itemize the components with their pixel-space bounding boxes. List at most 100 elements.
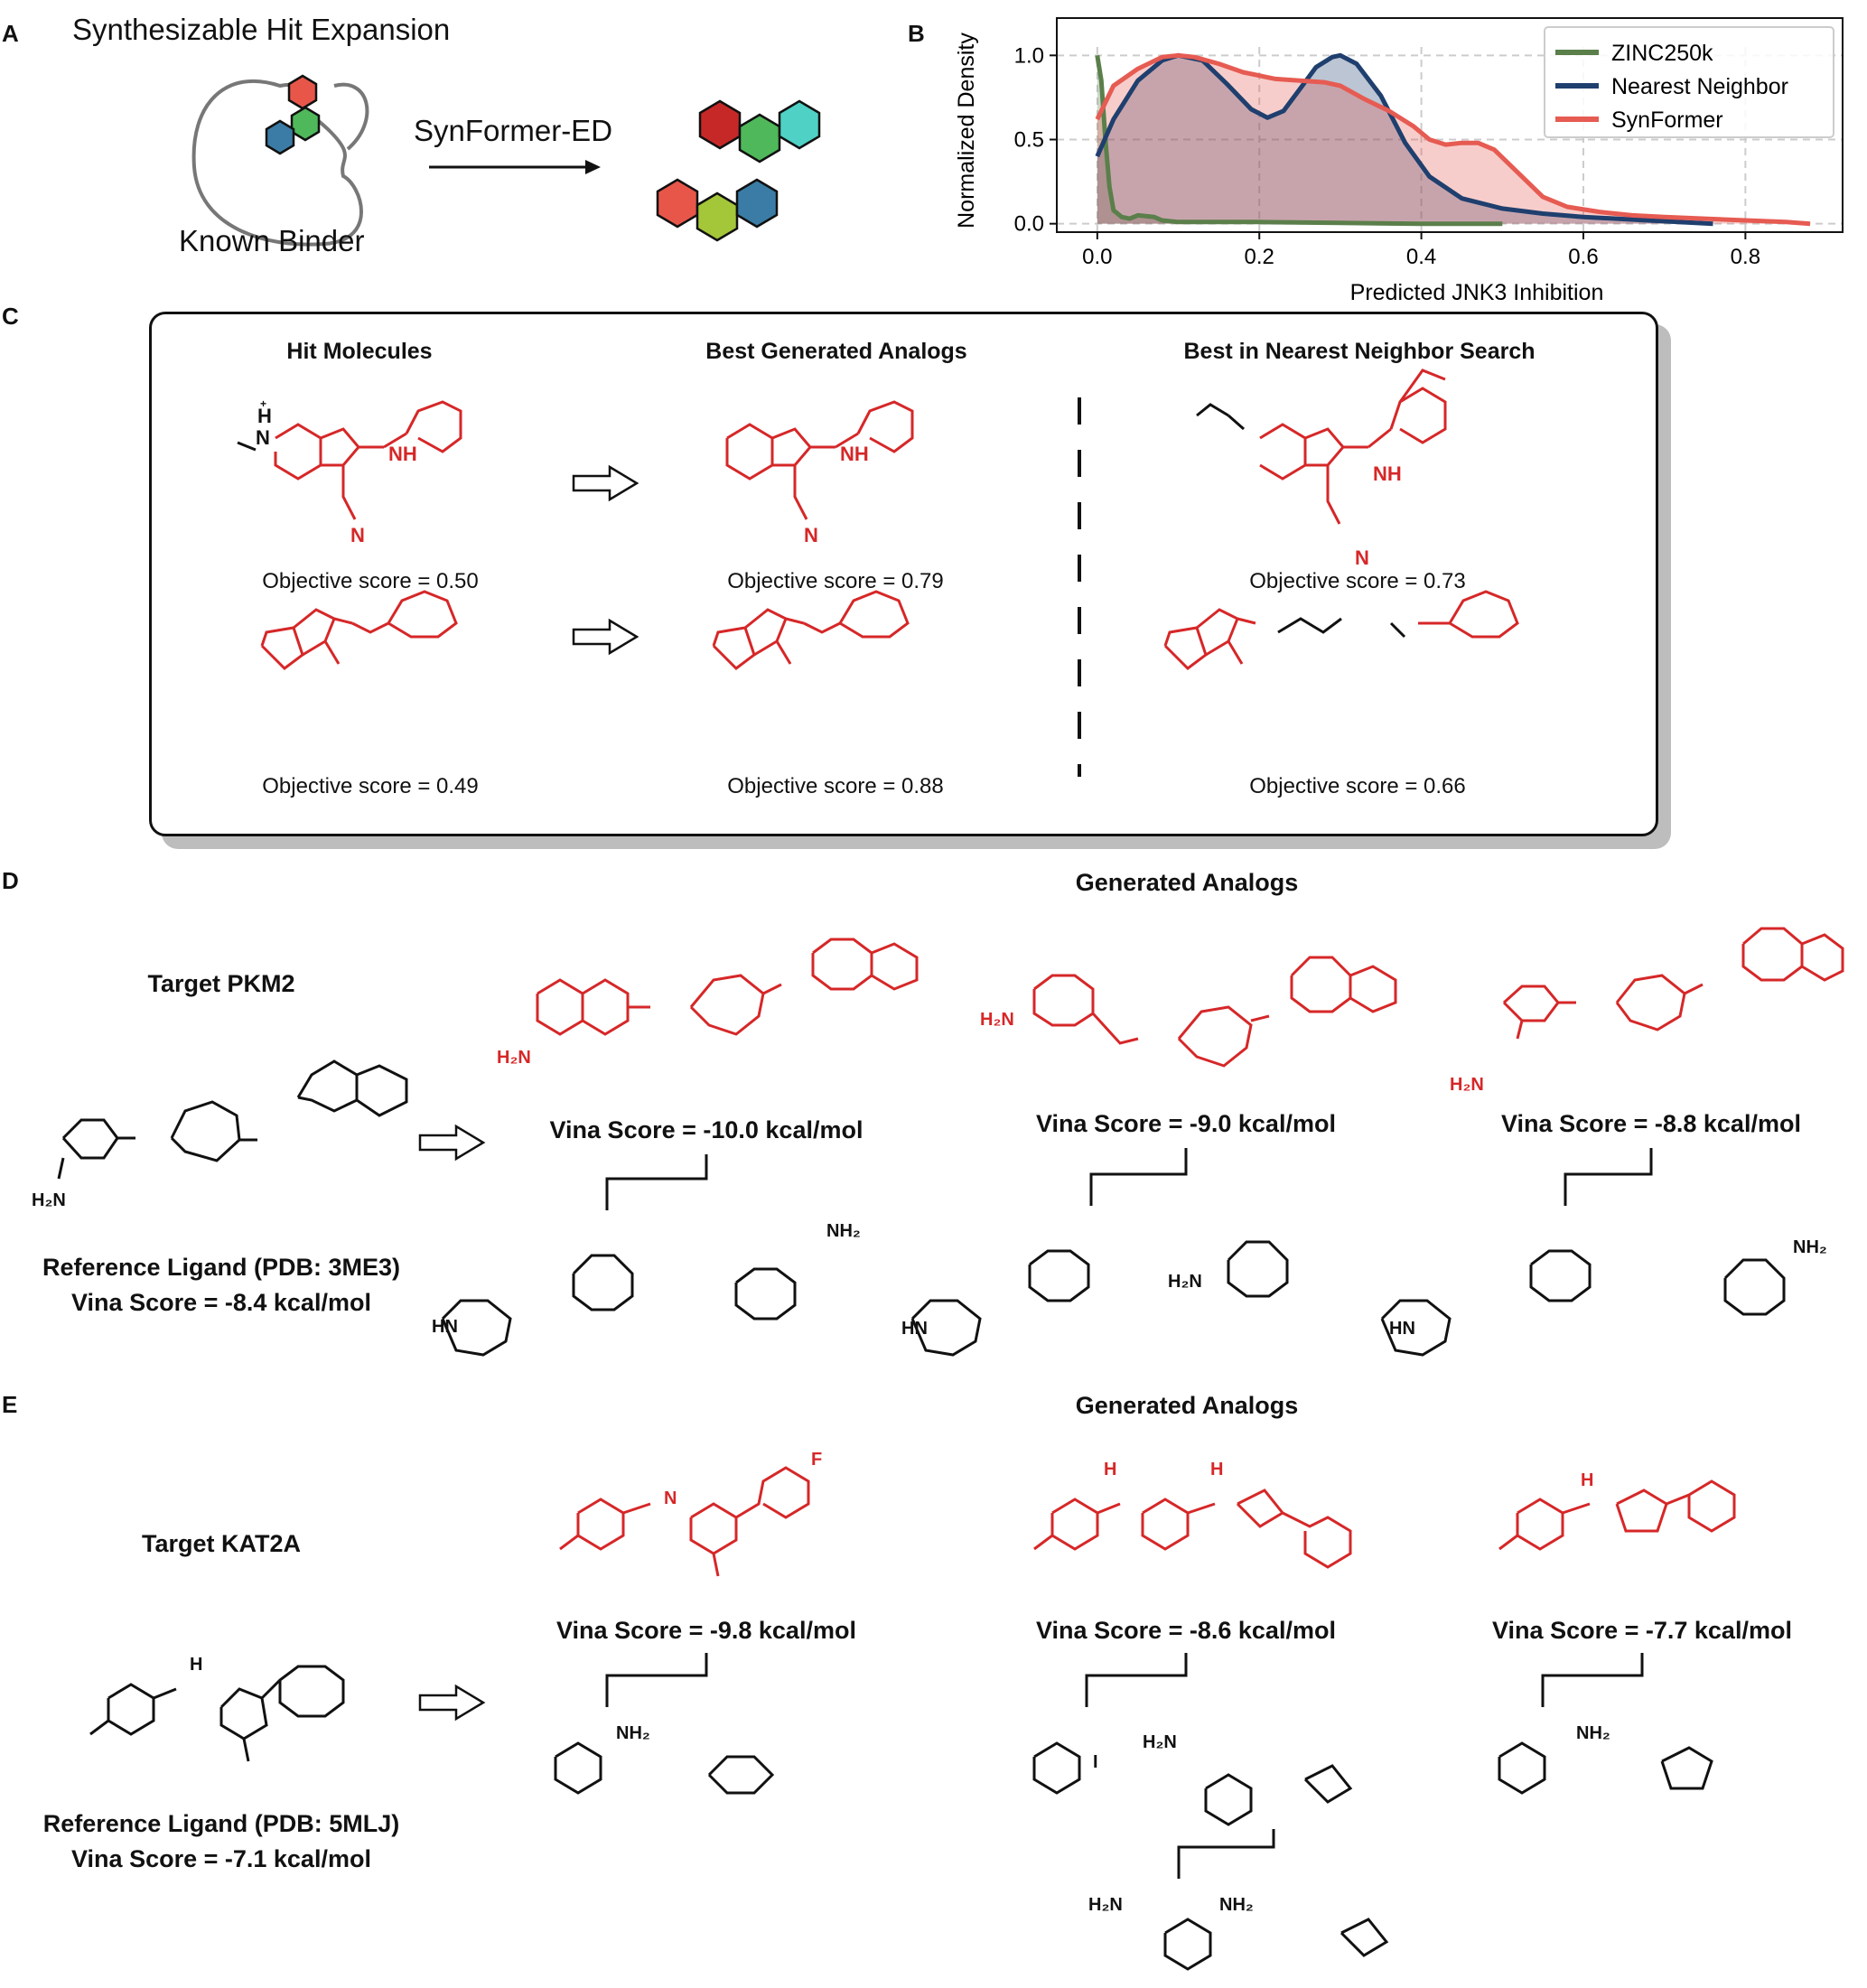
- panel-label-e: E: [2, 1391, 18, 1418]
- atom-h: H: [1581, 1470, 1594, 1490]
- atom-nh2: NH₂: [1576, 1723, 1610, 1743]
- atom-n: N: [664, 1489, 677, 1508]
- atom-h: H: [190, 1655, 203, 1675]
- nn-analog-1: [1196, 369, 1447, 525]
- y-tick-label-2: 1.0: [1014, 43, 1044, 68]
- atom-plus: +: [260, 397, 267, 410]
- atom-nh2: NH₂: [1793, 1237, 1827, 1257]
- reference-ligand-kat2a: [89, 1665, 345, 1762]
- atom-h2n: H₂N: [1088, 1895, 1123, 1915]
- atom-h2n: H₂N: [1168, 1272, 1202, 1292]
- panel-a-schematic: [191, 74, 821, 247]
- hex-salmon: [656, 178, 699, 229]
- panel-d-score-1: Vina Score = -10.0 kcal/mol: [549, 1116, 863, 1143]
- arrow-head: [585, 160, 601, 174]
- legend-label-0: ZINC250k: [1611, 41, 1713, 66]
- panel-label-c: C: [2, 303, 19, 330]
- atom-h2n: H₂N: [497, 1048, 531, 1068]
- panel-a-title: Synthesizable Hit Expansion: [72, 13, 451, 46]
- header-nearest-neighbor: Best in Nearest Neighbor Search: [1183, 339, 1536, 364]
- atom-n: N: [256, 426, 270, 449]
- atom-n: N: [804, 524, 818, 546]
- panel-e-score-1: Vina Score = -9.8 kcal/mol: [556, 1617, 856, 1644]
- known-binder-label: Known Binder: [179, 224, 365, 257]
- atom-h: H: [1210, 1460, 1224, 1479]
- atom-nh: NH: [388, 443, 417, 465]
- atom-hn: HN: [1389, 1319, 1415, 1339]
- bracket-e2: [1085, 1653, 1188, 1707]
- y-axis-label: Normalized Density: [954, 33, 979, 229]
- binding-pocket-shape: [191, 79, 369, 247]
- atom-n: N: [350, 524, 365, 546]
- atom-h2n: H₂N: [32, 1190, 66, 1210]
- panel-e-score-3: Vina Score = -7.7 kcal/mol: [1492, 1617, 1792, 1644]
- panel-e-header: Generated Analogs: [1075, 1392, 1299, 1419]
- hit-molecule-1: [237, 400, 462, 520]
- panel-e-reference: Reference Ligand (PDB: 5MLJ) Vina Score …: [14, 1806, 429, 1877]
- panel-e-score-2: Vina Score = -8.6 kcal/mol: [1036, 1617, 1336, 1644]
- hex-blue-small: [265, 119, 295, 155]
- analog-d1: [536, 938, 919, 1036]
- arrow-row2: [572, 618, 639, 656]
- x-tick-label-2: 0.4: [1406, 245, 1436, 269]
- series-line-2: [1095, 52, 1811, 227]
- analog-e1: [559, 1466, 810, 1577]
- bracket-d2: [1089, 1148, 1188, 1206]
- x-tick-label-4: 0.8: [1731, 245, 1760, 269]
- arrow-d: [418, 1124, 486, 1162]
- analog-d2: [1032, 956, 1397, 1068]
- score-r1-c3: Objective score = 0.73: [1249, 569, 1466, 593]
- atom-h: H: [1104, 1460, 1117, 1479]
- analog-e2: [1033, 1489, 1352, 1569]
- bracket-e3: [1541, 1653, 1644, 1707]
- atom-h2n: H₂N: [1143, 1732, 1177, 1752]
- panel-e-reference-name: Reference Ligand (PDB: 5MLJ): [42, 1810, 400, 1837]
- atom-nh2: NH₂: [616, 1723, 650, 1743]
- legend-box: [1544, 26, 1834, 138]
- atom-nh: NH: [840, 443, 869, 465]
- atom-nh2: NH₂: [1219, 1895, 1254, 1915]
- panel-c-structures: [237, 369, 1519, 777]
- y-tick-label-0: 0.0: [1014, 212, 1044, 237]
- hex-red-small: [287, 74, 318, 110]
- x-tick-label-0: 0.0: [1082, 245, 1112, 269]
- atom-hn: HN: [901, 1319, 928, 1339]
- atom-nh2: NH₂: [826, 1221, 861, 1241]
- bracket-d1: [605, 1154, 708, 1210]
- header-hit-molecules: Hit Molecules: [286, 339, 433, 364]
- bracket-d3: [1564, 1148, 1653, 1206]
- panel-d-score-2: Vina Score = -9.0 kcal/mol: [1036, 1110, 1336, 1137]
- atom-h2n: H₂N: [1450, 1075, 1484, 1095]
- score-r1-c1: Objective score = 0.50: [262, 569, 479, 593]
- panel-d-reference-score: Vina Score = -8.4 kcal/mol: [71, 1289, 371, 1316]
- hex-green-small: [290, 106, 321, 142]
- generated-analog-1: [725, 400, 914, 520]
- panel-label-a: A: [2, 20, 19, 47]
- analog-d3: [1502, 927, 1844, 1040]
- legend-label-2: SynFormer: [1611, 107, 1723, 133]
- hit-molecule-2: [260, 590, 458, 670]
- atom-f: F: [811, 1450, 823, 1470]
- header-best-generated: Best Generated Analogs: [705, 339, 967, 364]
- reference-ligand-pkm2: [57, 1059, 408, 1180]
- generated-analog-2: [712, 590, 910, 670]
- score-r2-c2: Objective score = 0.88: [727, 774, 944, 798]
- nn-analog-2: [1163, 590, 1519, 670]
- hex-lime: [695, 191, 739, 242]
- x-tick-label-1: 0.2: [1245, 245, 1274, 269]
- arrow-row1: [572, 464, 639, 502]
- score-r2-c1: Objective score = 0.49: [262, 774, 479, 798]
- atom-h: H: [257, 405, 272, 427]
- score-r2-c3: Objective score = 0.66: [1249, 774, 1466, 798]
- analog-e3: [1498, 1479, 1736, 1551]
- panel-e-structures: [89, 1466, 1736, 1971]
- atom-i: I: [1093, 1752, 1098, 1772]
- arrow-e: [418, 1684, 486, 1722]
- atom-nh: NH: [1373, 462, 1402, 485]
- plot-frame: [1056, 17, 1844, 233]
- hex-darkred: [698, 99, 742, 150]
- panel-d-target: Target PKM2: [147, 970, 295, 997]
- panel-e-target: Target KAT2A: [141, 1530, 302, 1557]
- panel-label-d: D: [2, 867, 19, 894]
